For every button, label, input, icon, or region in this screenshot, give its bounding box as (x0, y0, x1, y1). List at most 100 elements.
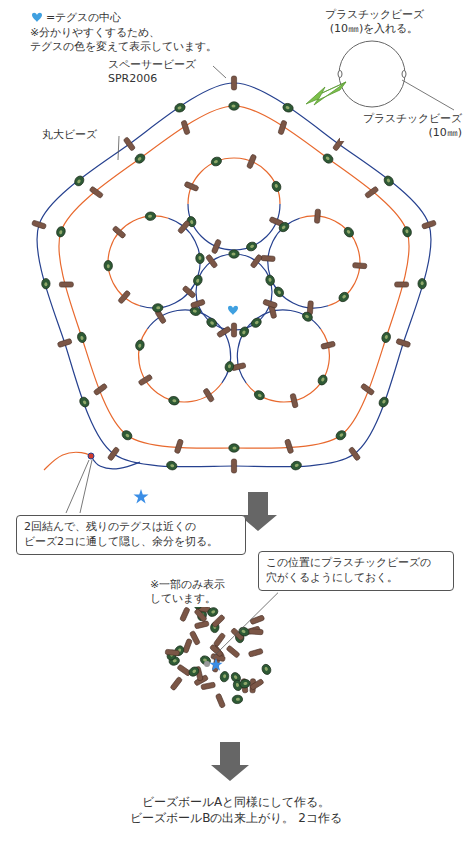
callout-box: 2回結んで、残りのテグスは近くの ビーズ2コに通して隠し、余分を切る。 (16, 515, 246, 555)
bead-hole (228, 364, 232, 369)
bead-hole (233, 447, 237, 450)
round-bead (342, 225, 355, 238)
spacer-bead (138, 374, 153, 386)
thread-tail (44, 452, 91, 470)
bead-body (73, 174, 86, 187)
round-bead (301, 310, 314, 323)
bead-body (55, 226, 66, 238)
round-bead (210, 156, 223, 168)
bead-hole (241, 629, 246, 633)
round-bead (206, 606, 219, 618)
round-bead (145, 212, 156, 221)
round-bead (272, 285, 285, 298)
spacer-bead (231, 459, 236, 473)
thread-navy (140, 218, 200, 308)
bead-hole (294, 463, 299, 467)
bead-hole (277, 290, 282, 295)
bead-hole (384, 335, 388, 340)
thread-orange (108, 216, 168, 306)
round-bead (104, 260, 113, 271)
bead-body (245, 241, 258, 253)
part-name: 丸大ビーズ (40, 128, 116, 142)
spacer-bead (32, 220, 47, 229)
spacer-bead (107, 447, 119, 461)
leader-line (80, 460, 92, 513)
bead-hole (192, 669, 197, 674)
bead-body (42, 278, 50, 288)
round-bead (232, 695, 243, 704)
thread-orange (246, 329, 329, 402)
bead-hole (210, 321, 215, 326)
round-bead (253, 389, 266, 402)
round-bead (334, 429, 347, 442)
thread-orange (139, 329, 222, 402)
bead-body (229, 250, 239, 258)
round-bead (199, 654, 212, 666)
spacer-bead (123, 137, 135, 151)
leader-line (402, 80, 454, 110)
round-bead (229, 102, 239, 110)
spacer-bead (170, 676, 183, 690)
bead-hole (190, 220, 194, 225)
spacer-bead (93, 383, 107, 395)
leader-line (213, 66, 226, 78)
round-bead (120, 429, 133, 442)
round-bead (238, 325, 251, 338)
knot (88, 453, 94, 459)
thread-navy (188, 204, 280, 250)
bead-hole (232, 105, 236, 108)
spacer-bead (181, 120, 190, 135)
round-bead (166, 460, 178, 471)
round-bead (418, 278, 426, 288)
round-bead (382, 174, 395, 187)
spacer-bead (201, 682, 216, 690)
bead-hole (250, 244, 255, 248)
bead-body (187, 665, 200, 678)
bead-hole (138, 343, 142, 348)
bead-body (282, 102, 294, 113)
bead-hole (402, 71, 406, 78)
bead-hole (193, 309, 198, 313)
round-bead (229, 250, 239, 258)
bead-hole (325, 156, 330, 161)
bead-hole (421, 281, 424, 285)
callout-text: 2回結んで、残りのテグスは近くの ビーズ2コに通して隠し、余分を切る。 (24, 520, 238, 550)
spacer-bead (165, 649, 179, 656)
spacer-bead (215, 693, 225, 708)
bead-body (238, 325, 251, 338)
bead-hole (172, 399, 177, 403)
round-bead (224, 361, 235, 373)
bead-hole (125, 433, 130, 438)
bead-hole (44, 282, 47, 286)
bead-body (418, 278, 426, 288)
bead-hole (214, 160, 219, 164)
insert-arrow (306, 82, 346, 105)
bead-hole (177, 106, 182, 110)
round-bead (290, 460, 302, 471)
round-bead (250, 316, 263, 329)
bead-body (239, 678, 251, 689)
round-bead (321, 152, 334, 165)
bead-body (277, 220, 290, 233)
bead-hole (338, 71, 342, 78)
bead-hole (236, 698, 240, 701)
bead-hole (232, 253, 236, 256)
spacer-bead (190, 299, 205, 308)
spacer-bead (203, 388, 215, 403)
bead-body (133, 152, 146, 165)
spacer-bead (217, 326, 232, 338)
thread-navy (196, 254, 272, 330)
step-arrow (211, 742, 249, 781)
star-marker (209, 658, 222, 671)
round-bead (187, 665, 200, 678)
spacer-bead (182, 285, 196, 298)
bead-body (78, 395, 91, 408)
bead-hole (107, 264, 110, 268)
bead-hole (170, 464, 175, 468)
thread-navy (147, 310, 230, 383)
spacer-bead (118, 290, 131, 304)
spacer-bead (226, 645, 240, 658)
bead-body (120, 429, 133, 442)
bead-hole (196, 278, 200, 283)
round-bead (271, 180, 283, 193)
